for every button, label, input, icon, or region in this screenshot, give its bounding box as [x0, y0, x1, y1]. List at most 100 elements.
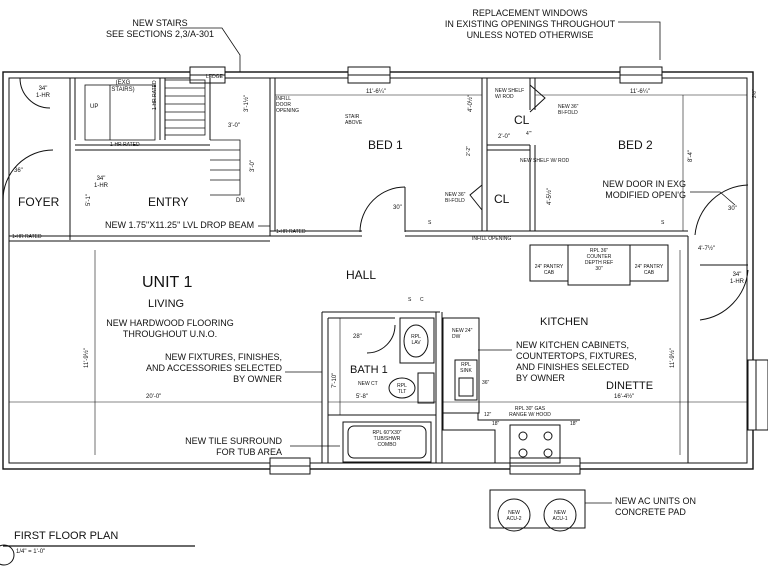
rated-wall-label-1: 1-HR RATED: [12, 234, 42, 240]
pantry-cab-1: 24" PANTRY CAB: [530, 264, 568, 276]
door-36: 36": [14, 168, 23, 174]
note-line: (EXG: [115, 80, 131, 86]
dimension-lines: [9, 94, 747, 455]
note-line: NEW DOOR IN EXG: [602, 179, 686, 189]
bifold-doors: [469, 84, 546, 211]
door-rating: 1-HR: [35, 93, 50, 99]
dim-bath-depth: 7'-10": [332, 372, 338, 388]
note-line: 24" PANTRY: [634, 264, 664, 270]
room-dinette: DINETTE: [606, 380, 654, 392]
bifold-label-1: NEW 36" BI-FOLD: [558, 104, 578, 116]
room-bath: BATH 1: [350, 364, 388, 376]
sink-label: RPL SINK: [455, 362, 477, 374]
note-line: TUB/SHWR: [373, 436, 401, 442]
room-hall: HALL: [346, 268, 377, 282]
dim-stair-1: 3'-0": [228, 123, 240, 129]
room-foyer: FOYER: [18, 195, 60, 209]
acu-1-label: NEW ACU-1: [548, 510, 572, 522]
smoke-detector-1: S: [428, 220, 432, 226]
dim-bed2-width: 11'-6¼": [630, 89, 650, 95]
note-line: NEW 24": [452, 328, 473, 334]
pantry-cab-2: 24" PANTRY CAB: [630, 264, 668, 276]
exg-stairs-label: (EXG STAIRS): [108, 80, 138, 94]
rated-wall-label-3: 1-HR RATED: [276, 229, 306, 235]
leader-lines: [3, 21, 736, 547]
dim-bath-width: 5'-8": [356, 394, 368, 400]
note-line: BI-FOLD: [445, 198, 465, 204]
note-line: NEW: [554, 510, 566, 516]
note-replacement-windows: REPLACEMENT WINDOWS IN EXISTING OPENINGS…: [440, 8, 620, 41]
dim-living-width: 20'-0": [146, 394, 162, 400]
shelf-label-2: NEW SHELF W/ ROD: [520, 158, 570, 164]
note-line: FOR TUB AREA: [216, 447, 282, 457]
room-bed2: BED 2: [618, 138, 653, 152]
door-rating-2: 34" 1-HR: [86, 176, 116, 190]
dim-counter-1: 12": [484, 412, 492, 418]
note-line: RPL 60"x30": [372, 430, 402, 436]
shelf-label-1: NEW SHELF W/ ROD: [495, 88, 524, 100]
acu-2-label: NEW ACU-2: [502, 510, 526, 522]
note-line: OPENING: [276, 108, 300, 114]
dim-living-depth: 11'-9½": [84, 348, 90, 368]
note-line: NEW 36": [558, 104, 579, 110]
door-rating: 1-HR: [729, 279, 744, 285]
dim-door-offset: 4'-7½": [698, 246, 715, 252]
note-line: RPL 30" GAS: [514, 406, 546, 412]
stairs: [84, 79, 241, 196]
dim-closet-4: 4'": [526, 131, 532, 137]
note-line: CAB: [643, 270, 655, 276]
dim-dinette-depth: 11'-9½": [670, 348, 676, 368]
smoke-detector-2: S: [661, 220, 665, 226]
dim-stair-3: 3'-0": [250, 160, 256, 172]
note-line: NEW 36": [445, 192, 466, 198]
stair-above-label: STAIR ABOVE: [345, 114, 362, 126]
dim-wall: 2½": [752, 89, 758, 98]
dim-closet-3: 2'-2": [466, 146, 472, 156]
note-line: NEW TILE SURROUND: [185, 436, 282, 446]
note-line: RPL: [397, 383, 407, 389]
note-line: ABOVE: [345, 120, 363, 126]
note-line: COMBO: [377, 442, 397, 448]
note-line: NEW: [508, 510, 520, 516]
note-flooring: NEW HARDWOOD FLOORING THROUGHOUT U.N.O.: [100, 318, 240, 340]
room-entry: ENTRY: [148, 195, 189, 209]
room-bed1: BED 1: [368, 138, 403, 152]
note-line: AND ACCESSORIES SELECTED: [145, 363, 282, 373]
north-arrow-mark: [0, 544, 15, 566]
note-line: ACU-2: [506, 516, 522, 522]
dim-counter-3: 18": [570, 421, 578, 427]
dim-bath-door: 28": [353, 334, 362, 340]
dim-entry: 5'-1": [86, 194, 92, 206]
note-tile: NEW TILE SURROUND FOR TUB AREA: [170, 436, 282, 458]
closet-label-1: CL: [514, 113, 530, 127]
interior-walls: [9, 78, 689, 463]
new-ct-label: NEW CT: [358, 381, 378, 387]
note-line: RANGE W/ HOOD: [509, 412, 551, 418]
tub-label: RPL 60"x30" TUB/SHWR COMBO: [348, 430, 426, 448]
note-line: MODIFIED OPEN'G: [605, 190, 686, 200]
lavatory-label: RPL LAV: [404, 334, 428, 346]
note-line: RPL: [461, 362, 471, 368]
note-fixtures: NEW FIXTURES, FINISHES, AND ACCESSORIES …: [140, 352, 282, 385]
kitchen-counters: [442, 244, 669, 464]
note-line: NEW AC UNITS ON: [615, 496, 697, 506]
door-width: 34": [38, 86, 48, 92]
ac-units: [489, 489, 586, 532]
note-line: NEW STAIRS: [132, 18, 188, 28]
note-line: UNLESS NOTED OTHERWISE: [466, 30, 594, 40]
note-line: COUNTER: [586, 254, 612, 260]
rated-wall-label-2: 1-HR RATED: [110, 142, 140, 148]
dim-bed1-width: 11'-6¼": [366, 89, 386, 95]
toilet-label: RPL TLT: [390, 383, 414, 395]
dim-sink: 36": [482, 380, 490, 386]
smoke-detector-3: S: [408, 297, 412, 303]
note-line: RPL 36": [589, 248, 609, 254]
range-label: RPL 30" GAS RANGE W/ HOOD: [500, 406, 560, 418]
dim-stair-2: 3'-1½": [244, 95, 250, 112]
ledge-label: LEDGE: [206, 74, 223, 80]
door-rating-3: 34" 1-HR: [722, 272, 752, 286]
refrigerator-label: RPL 36" COUNTER DEPTH REF 30": [568, 248, 630, 272]
door-width: 34": [96, 176, 106, 182]
note-line: ACU-1: [552, 516, 568, 522]
